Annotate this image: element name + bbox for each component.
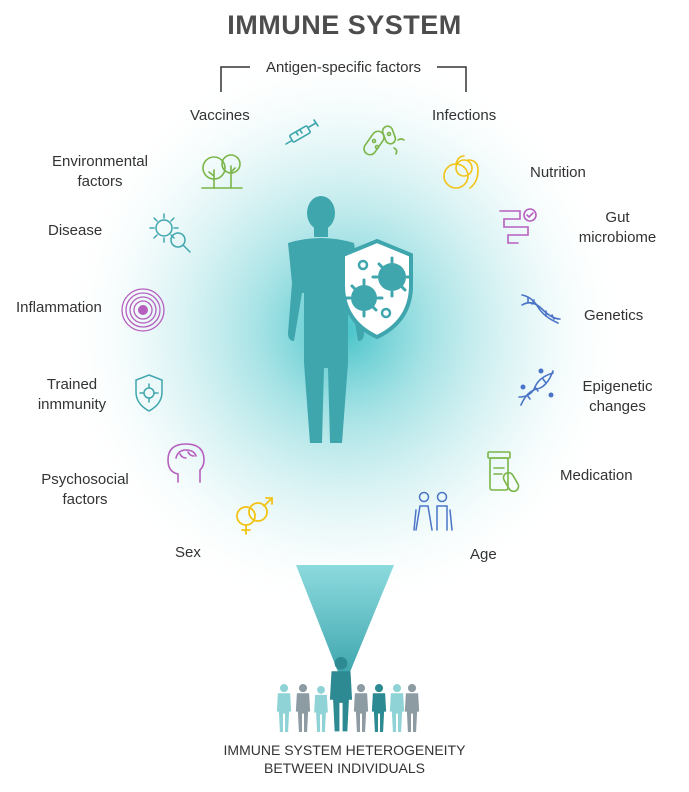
disease-label: Disease <box>48 222 103 239</box>
pills-icon <box>487 451 520 493</box>
bacteria-icon <box>363 125 405 156</box>
shield-virus-icon <box>135 374 163 412</box>
concentric-circles-icon <box>121 288 165 332</box>
dna-methylation-icon <box>518 368 554 406</box>
psychosocial-label: Psychosocial factors <box>41 471 129 508</box>
person-silhouette <box>371 684 387 732</box>
age-label: Age <box>470 546 497 563</box>
medication-label: Medication <box>560 467 633 484</box>
environmental-label: Environmental factors <box>52 153 148 190</box>
trees-icon <box>201 154 243 189</box>
shield-virus-emblem <box>341 238 413 340</box>
virus-magnifier-icon <box>149 213 191 253</box>
syringe-icon <box>285 119 319 145</box>
infections-label: Infections <box>432 107 497 124</box>
focus-beam <box>296 565 394 672</box>
page-title: IMMUNE SYSTEM <box>227 10 462 40</box>
genetics-label: Genetics <box>584 307 644 324</box>
inflammation-label: Inflammation <box>16 299 102 316</box>
epigenetic-label: Epigenetic changes <box>582 378 653 415</box>
nutrition-label: Nutrition <box>530 164 586 181</box>
person-silhouette <box>353 684 369 732</box>
fruit-icon <box>443 155 479 189</box>
person-silhouette <box>276 684 292 732</box>
person-silhouette <box>314 686 328 733</box>
antigen-specific-label: Antigen-specific factors <box>265 59 422 76</box>
sex-label: Sex <box>175 544 201 561</box>
elderly-couple-icon <box>413 491 453 531</box>
heterogeneity-caption: IMMUNE SYSTEM HETEROGENEITY BETWEEN INDI… <box>223 742 466 776</box>
dna-icon <box>521 294 561 324</box>
trained-immunity-label: Trained inmmunity <box>37 376 107 413</box>
gut-microbiome-label: Gut microbiome <box>578 209 657 246</box>
vaccines-label: Vaccines <box>190 107 250 124</box>
person-silhouette <box>404 684 420 732</box>
intestine-icon <box>499 208 537 244</box>
human-figure-with-shield <box>288 196 413 443</box>
gender-symbols-icon <box>236 497 273 535</box>
person-silhouette <box>329 657 353 732</box>
person-silhouette <box>295 684 311 732</box>
person-silhouette <box>389 684 405 732</box>
head-brain-icon <box>167 443 205 483</box>
